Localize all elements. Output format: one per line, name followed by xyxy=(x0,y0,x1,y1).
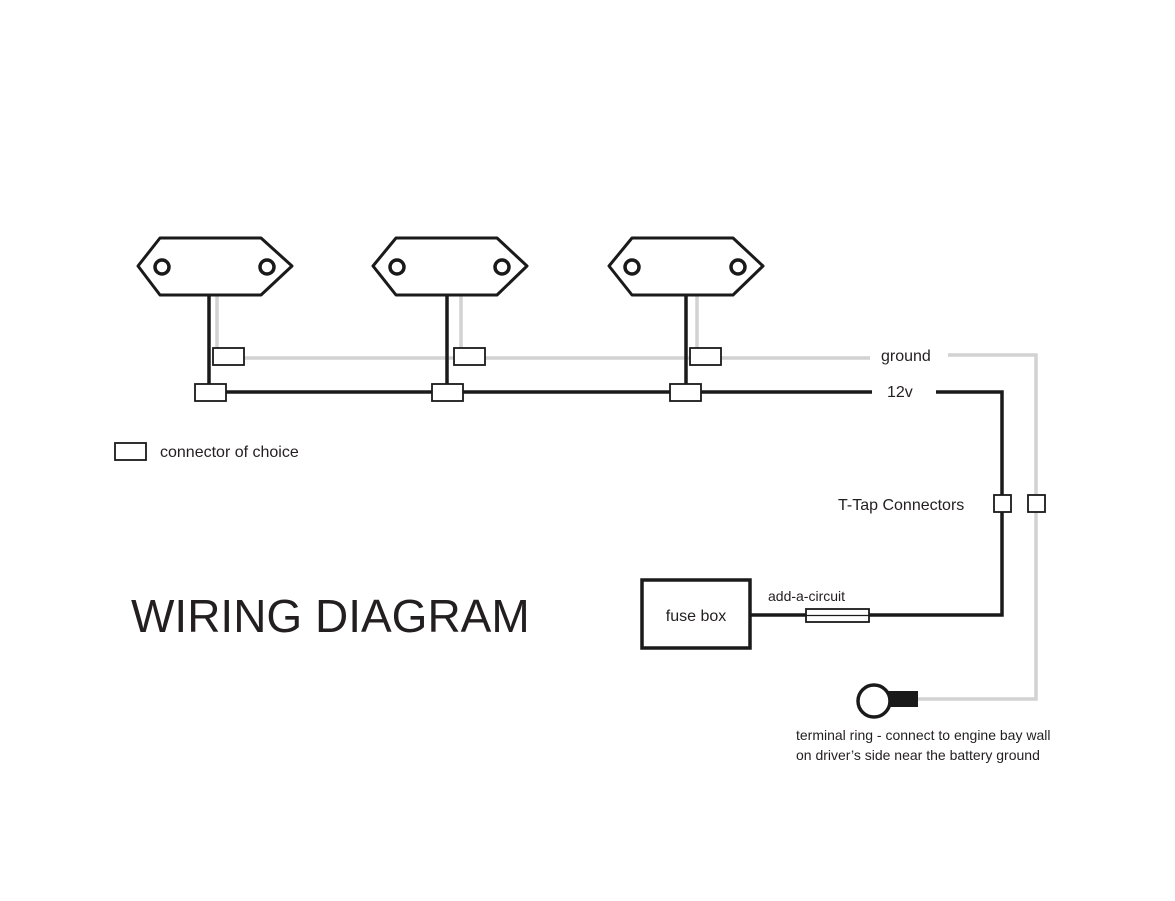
fuse-box-label: fuse box xyxy=(666,608,726,625)
power-connectors xyxy=(194,383,702,402)
terminal-ring-label-line1: terminal ring - connect to engine bay wa… xyxy=(796,727,1050,743)
connector-icon xyxy=(689,347,722,366)
ground-label: ground xyxy=(881,348,931,365)
mount-hole-icon xyxy=(258,258,276,276)
t-tap-label: T-Tap Connectors xyxy=(838,497,964,514)
power-label: 12v xyxy=(887,384,913,401)
diagram-title: WIRING DIAGRAM xyxy=(131,590,530,642)
mount-hole-icon xyxy=(388,258,406,276)
terminal-ring-label-line2: on driver’s side near the battery ground xyxy=(796,747,1040,763)
mount-hole-icon xyxy=(493,258,511,276)
connector-legend-label: connector of choice xyxy=(160,444,299,461)
connector-icon xyxy=(194,383,227,402)
t-tap-connector-icon xyxy=(993,494,1012,513)
power-wiring xyxy=(207,275,1004,617)
terminal-ring-icon xyxy=(856,683,918,719)
mount-hole-icon xyxy=(623,258,641,276)
legend-connector-icon xyxy=(114,442,147,461)
light-1 xyxy=(136,236,294,297)
light-housing xyxy=(607,236,765,297)
t-tap-connector-icon xyxy=(1027,494,1046,513)
connector-icon xyxy=(431,383,464,402)
connector-icon xyxy=(669,383,702,402)
light-housing xyxy=(136,236,294,297)
mount-hole-icon xyxy=(153,258,171,276)
light-housing xyxy=(371,236,529,297)
light-3 xyxy=(607,236,765,297)
connector-icon xyxy=(453,347,486,366)
fuse-box xyxy=(640,578,752,650)
light-2 xyxy=(371,236,529,297)
connector-icon xyxy=(212,347,245,366)
ground-connectors xyxy=(212,347,722,366)
mount-hole-icon xyxy=(729,258,747,276)
add-a-circuit-label: add-a-circuit xyxy=(768,588,845,604)
